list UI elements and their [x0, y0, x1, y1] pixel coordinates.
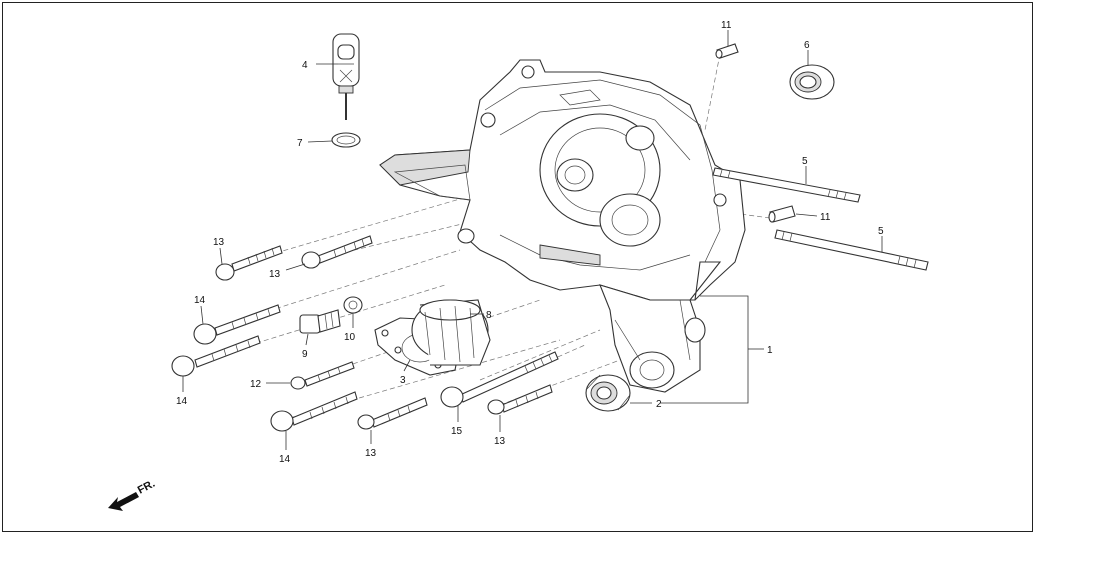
- callout-5-upper: 5: [802, 156, 808, 167]
- part-12-bolt: [290, 361, 355, 390]
- part-2-bearing: [585, 374, 631, 412]
- part-11-dowel-pin-top: [715, 43, 739, 59]
- part-13-bolt-lower-left: [357, 397, 428, 430]
- callout-13-upper-left: 13: [213, 237, 225, 248]
- callout-5-lower: 5: [878, 226, 884, 237]
- callout-14-bottom: 14: [279, 454, 291, 465]
- callout-13-lower-right: 13: [494, 436, 506, 447]
- callout-13-lower-left: 13: [365, 448, 377, 459]
- callout-8: 8: [486, 310, 492, 321]
- callout-1: 1: [767, 345, 773, 356]
- callout-labels: 4 7 11 6 5 11 5 13 13 14 10 8 9 1 14 12 …: [176, 20, 884, 465]
- part-10-washer: [343, 296, 363, 314]
- callout-12: 12: [250, 379, 262, 390]
- part-9-drain-bolt: [299, 309, 341, 334]
- part-6-oil-seal: [789, 64, 835, 100]
- part-13-bolt-upper-mid: [301, 235, 373, 269]
- part-14-bolt-top: [193, 304, 281, 345]
- part-4-oil-dipstick: [332, 33, 360, 120]
- part-14-bolt-left: [171, 335, 261, 377]
- callout-14-top: 14: [194, 295, 206, 306]
- callout-10: 10: [344, 332, 356, 343]
- callout-9: 9: [302, 349, 308, 360]
- part-5-stud-bolt-upper: [712, 167, 861, 203]
- part-8-oil-strainer: [411, 299, 491, 366]
- callout-2: 2: [656, 399, 662, 410]
- part-14-bolt-bottom: [270, 391, 358, 432]
- part-15-long-bolt: [440, 351, 559, 408]
- callout-13-upper-mid: 13: [269, 269, 281, 280]
- callout-3: 3: [400, 375, 406, 386]
- leader-lines: [182, 30, 883, 450]
- part-13-bolt-lower-right: [487, 384, 553, 415]
- part-11-dowel-pin-side: [768, 205, 796, 223]
- part-13-bolt-upper-left: [215, 245, 283, 281]
- part-7-o-ring: [331, 132, 361, 148]
- part-5-stud-bolt-lower: [774, 229, 929, 271]
- callout-7: 7: [297, 138, 303, 149]
- callout-11-top: 11: [721, 20, 732, 31]
- crankcase-half: [379, 59, 746, 393]
- callout-11-side: 11: [820, 212, 831, 223]
- callout-6: 6: [804, 40, 810, 51]
- front-direction-arrow: FR.: [108, 478, 157, 511]
- callout-15: 15: [451, 426, 463, 437]
- callout-14-left: 14: [176, 396, 188, 407]
- callout-4: 4: [302, 60, 308, 71]
- direction-label: FR.: [136, 478, 157, 497]
